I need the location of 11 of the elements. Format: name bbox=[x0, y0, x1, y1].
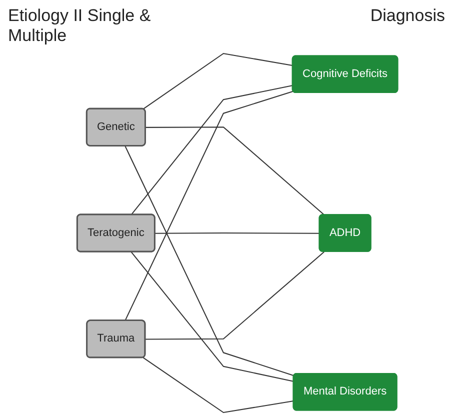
connector bbox=[142, 357, 294, 414]
connector bbox=[124, 146, 294, 376]
column-heading: Etiology II Single & Multiple bbox=[8, 6, 152, 48]
connector bbox=[155, 232, 320, 234]
connector bbox=[145, 252, 324, 340]
column-heading: Diagnosis bbox=[370, 6, 445, 27]
connector bbox=[130, 252, 294, 382]
connector bbox=[146, 126, 324, 216]
connector bbox=[142, 52, 293, 110]
connector bbox=[130, 85, 293, 216]
connector bbox=[124, 90, 294, 321]
